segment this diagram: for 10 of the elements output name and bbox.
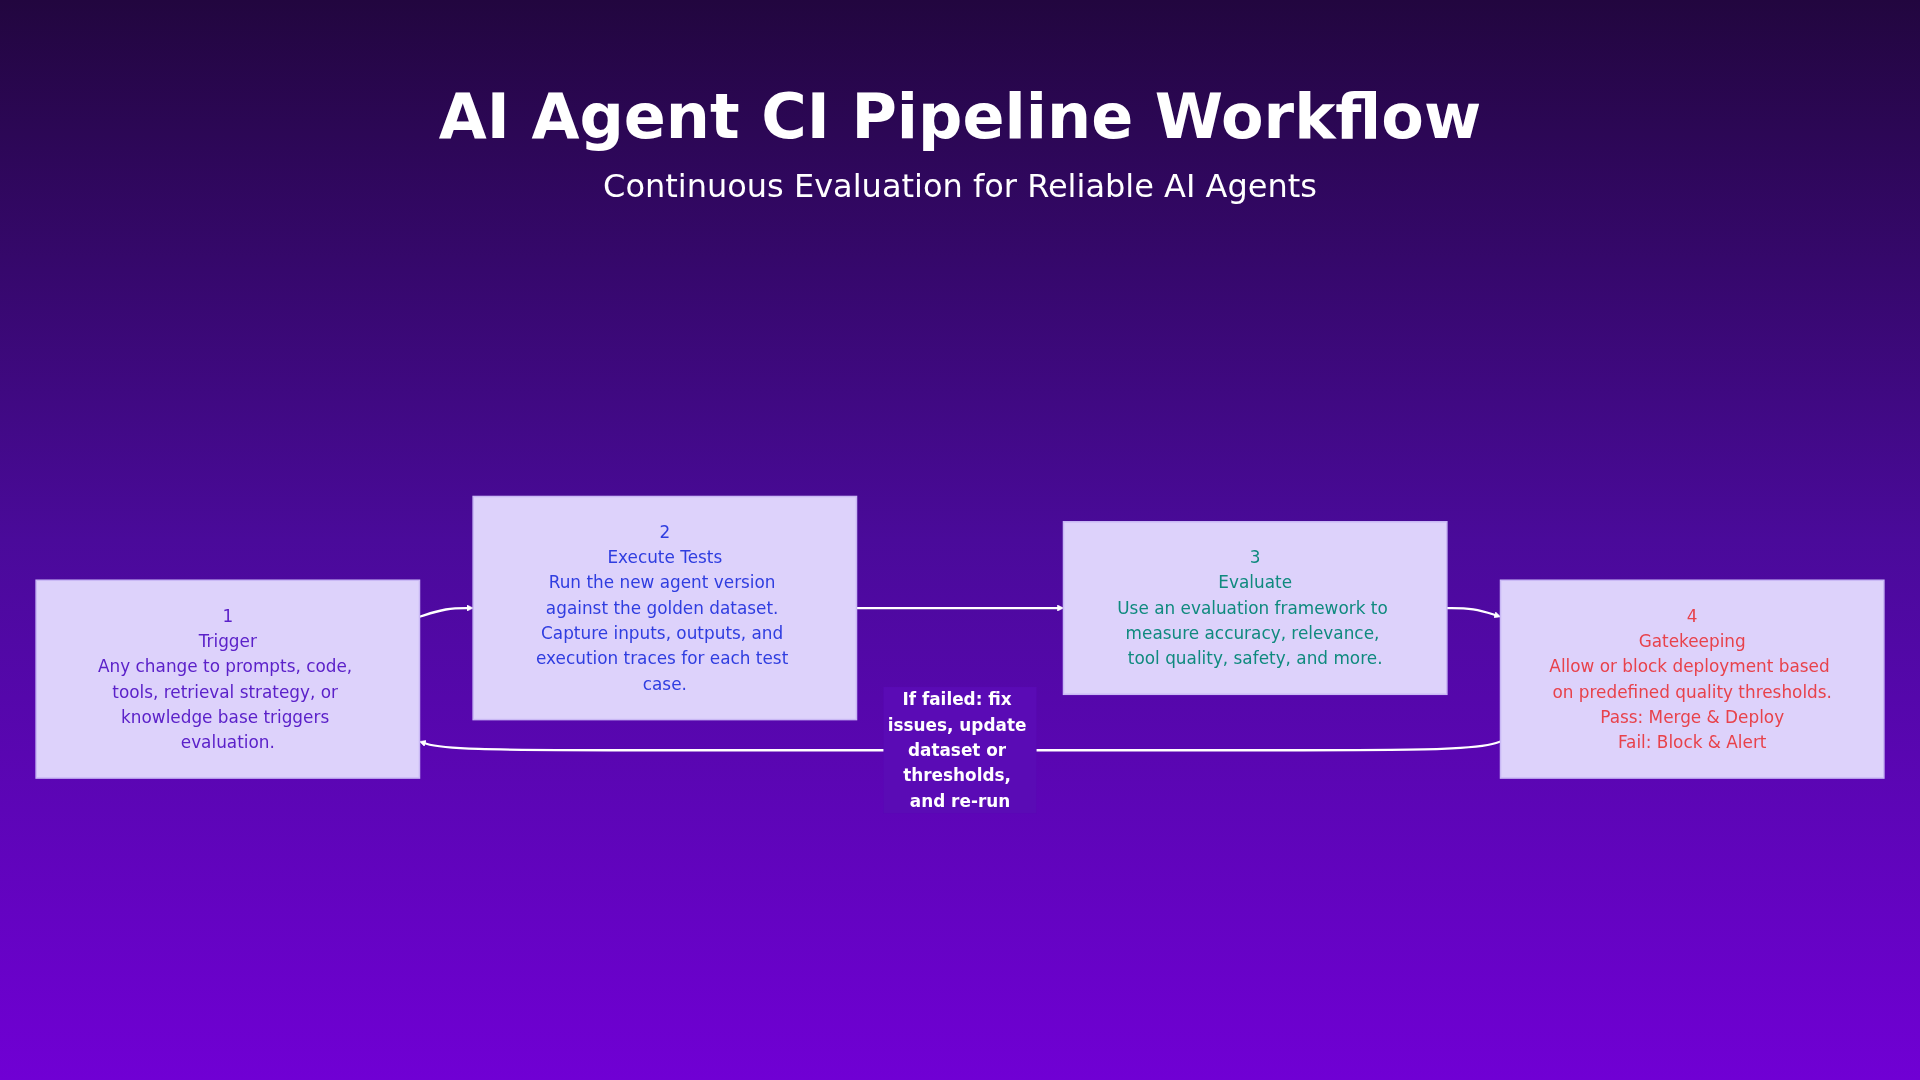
node-box: 2 Execute Tests Run the new agent version against the golden dataset. Capture inputs, outputs, and execution traces for each test case. <box>472 495 858 721</box>
node-box: 1 Trigger Any change to prompts, code, tools, retrieval strategy, or knowledge base triggers evaluation. <box>35 579 421 779</box>
subtitle: Continuous Evaluation for Reliable AI Agents <box>603 167 1317 205</box>
title: AI Agent CI Pipeline Workflow <box>438 80 1482 153</box>
arrow <box>856 604 1064 612</box>
arrow <box>419 604 474 618</box>
node-box: 4 Gatekeeping Allow or block deployment based on predefined quality thresholds. Pass: Merge & Deploy Fail: Block & Alert <box>1499 579 1885 779</box>
node-box: 3 Evaluate Use an evaluation framework to measure accuracy, relevance, tool quality, safety, and more. <box>1062 521 1448 696</box>
edge-label: If failed: fix issues, update dataset or thresholds, and re-run <box>887 690 1027 811</box>
arrow <box>1446 606 1501 619</box>
